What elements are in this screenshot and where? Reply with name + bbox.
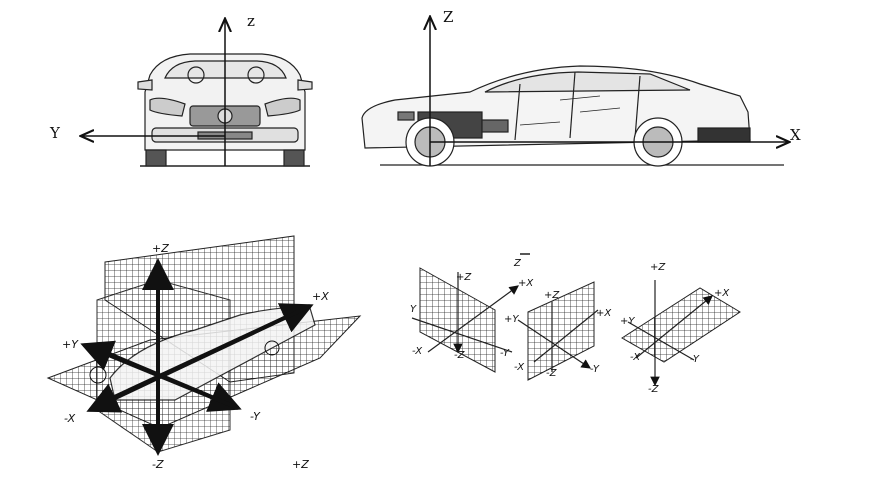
front-view-axes <box>82 20 225 166</box>
iso-extra-plus-z-label: +Z <box>292 458 309 471</box>
xy-plus-z-label: +Z <box>650 262 666 273</box>
xz-minus-y-label: -Y <box>500 348 509 359</box>
iso-planes <box>46 235 362 453</box>
side-z-axis-label: Z <box>443 8 454 26</box>
iso-minus-y-label: -Y <box>250 410 260 423</box>
side-view-car <box>361 65 784 167</box>
xz-plus-z-label: +Z <box>456 272 472 283</box>
iso-minus-z-label: -Z <box>152 458 164 471</box>
yz-minus-z-label: -Z <box>546 368 557 379</box>
xy-plus-x-label: +X <box>714 288 730 299</box>
plane-yz <box>517 281 599 381</box>
xz-plus-x-label: +X <box>518 278 534 289</box>
front-y-axis-label: Y <box>50 124 60 142</box>
xy-minus-z-label: -Z <box>648 384 659 395</box>
xy-minus-y-label: -Y <box>690 354 699 365</box>
xy-plus-y-label: +Y <box>620 316 635 327</box>
iso-axes <box>80 258 314 456</box>
xz-minus-x-label: -X <box>412 346 423 357</box>
yz-minus-x-label: -X <box>514 362 525 373</box>
xy-minus-x-label: -X <box>630 352 641 363</box>
xz-y-label: Y <box>410 304 417 315</box>
iso-minus-x-label: -X <box>64 412 76 425</box>
yz-plus-y-label: +Y <box>504 314 519 325</box>
side-view-axes <box>430 18 788 166</box>
plane-xy <box>621 280 741 387</box>
iso-plus-x-label: +X <box>312 290 329 303</box>
front-z-axis-label: z <box>247 12 255 30</box>
yz-plus-z-label: +Z <box>544 290 560 301</box>
side-x-axis-label: X <box>790 126 801 144</box>
planes-z-label: Z <box>514 258 521 269</box>
yz-plus-x-label: +X <box>596 308 612 319</box>
iso-plus-z-label: +Z <box>152 242 169 255</box>
yz-minus-y-label: -Y <box>590 364 599 375</box>
plane-xz <box>411 267 519 373</box>
xz-minus-z-label: -Z <box>454 350 465 361</box>
iso-plus-y-label: +Y <box>62 338 78 351</box>
